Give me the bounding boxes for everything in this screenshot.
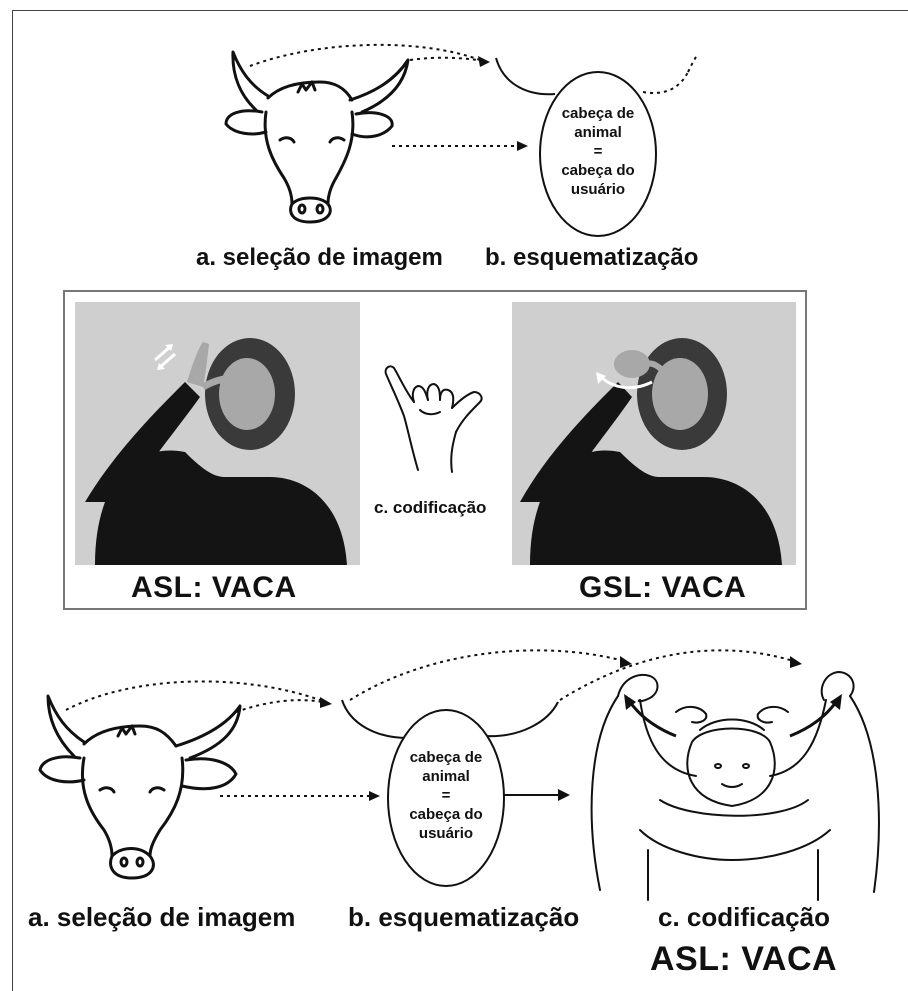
figure-frame xyxy=(12,10,908,991)
top-arrow-horn-head xyxy=(478,56,490,67)
bottom-arrow-face-head xyxy=(369,791,380,801)
bottom-step-a-label: a. seleção de imagem xyxy=(28,902,296,932)
top-step-b-label: b. esquematização xyxy=(485,244,699,271)
oval-line: usuário xyxy=(418,825,474,842)
bottom-arrow-to-hand-left xyxy=(349,649,621,701)
top-schema-right-horn xyxy=(642,71,689,94)
bottom-final-caption: ASL: VACA xyxy=(650,940,838,978)
bottom-arrow-to-hand-right xyxy=(559,649,791,701)
top-arrow-face-head xyxy=(517,141,528,151)
oval-line: = xyxy=(593,143,603,160)
bottom-arrow-horn-head xyxy=(320,697,332,708)
top-step-a-label: a. seleção de imagem xyxy=(196,244,443,271)
asl-caption: ASL: VACA xyxy=(131,571,297,604)
oval-line: usuário xyxy=(570,181,626,198)
bottom-schema-left-horn xyxy=(341,699,409,739)
photo-comparison-box xyxy=(63,290,807,610)
oval-line: animal xyxy=(422,768,470,785)
bottom-signer-drawing xyxy=(590,671,880,901)
asl-photo xyxy=(75,302,360,565)
top-cow-drawing xyxy=(224,50,410,224)
top-arrow-horn2 xyxy=(409,56,479,61)
bottom-motion-arrow-right xyxy=(789,701,838,738)
middle-codificacao-label: c. codificação xyxy=(374,498,487,517)
top-oval-text: cabeça de animal = cabeça do usuário xyxy=(548,104,648,199)
bottom-arrow-solid-head xyxy=(558,789,570,801)
bottom-oval-text: cabeça de animal = cabeça do usuário xyxy=(396,748,496,843)
gsl-photo xyxy=(512,302,796,565)
bottom-schema-oval xyxy=(387,709,505,887)
oval-line: = xyxy=(441,787,451,804)
bottom-arrow-horn xyxy=(65,680,321,711)
bottom-step-b-label: b. esquematização xyxy=(348,902,580,932)
top-schema-oval xyxy=(539,71,657,237)
bottom-cow-drawing xyxy=(38,694,242,880)
gsl-caption: GSL: VACA xyxy=(579,571,747,604)
oval-line: cabeça do xyxy=(409,806,483,823)
bottom-schema-right-horn xyxy=(483,701,559,738)
top-schema-left-horn xyxy=(495,57,556,96)
bottom-motion-arrow-left xyxy=(628,701,677,738)
bottom-step-c-label: c. codificação xyxy=(658,902,830,932)
gsl-photo-illustration xyxy=(512,302,796,565)
oval-line: cabeça do xyxy=(561,162,635,179)
oval-line: cabeça de xyxy=(561,105,635,122)
top-arrow-horn xyxy=(249,43,481,67)
oval-line: cabeça de xyxy=(409,749,483,766)
asl-photo-illustration xyxy=(75,302,360,565)
oval-line: animal xyxy=(574,124,622,141)
